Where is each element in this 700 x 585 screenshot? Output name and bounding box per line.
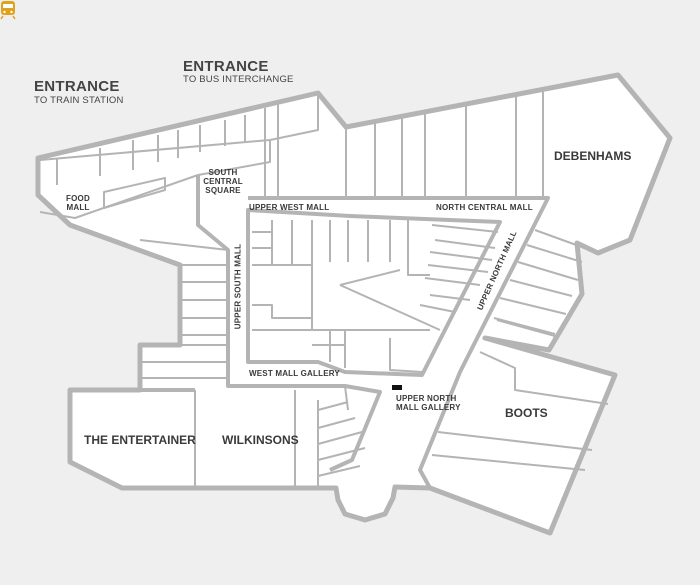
area-south-central-square: SOUTH CENTRAL SQUARE [203, 168, 243, 195]
west-block-wall [68, 388, 195, 462]
southeast-shop-lines [431, 351, 609, 471]
atrium-shop-lines [252, 220, 499, 373]
store-wilkinsons[interactable]: WILKINSONS [222, 433, 299, 447]
store-the-entertainer[interactable]: THE ENTERTAINER [84, 433, 196, 447]
area-food-mall: FOOD MALL [66, 194, 90, 212]
area-upper-west-mall: UPPER WEST MALL [249, 203, 330, 212]
area-west-mall-gallery: WEST MALL GALLERY [249, 369, 340, 378]
train-icon [0, 1, 16, 20]
corridor-outline [196, 175, 550, 489]
area-north-central-mall: NORTH CENTRAL MALL [436, 203, 533, 212]
area-upper-north-mall-gallery: UPPER NORTH MALL GALLERY [396, 394, 461, 412]
store-debenhams[interactable]: DEBENHAMS [554, 149, 632, 163]
gallery-shop-lines [317, 385, 366, 477]
entrance-bus-title: ENTRANCE [183, 58, 269, 75]
area-upper-south-mall: UPPER SOUTH MALL [233, 243, 243, 330]
entrance-train-subtitle: TO TRAIN STATION [34, 95, 124, 106]
store-boots[interactable]: BOOTS [505, 406, 548, 420]
northeast-shop-lines [493, 229, 591, 351]
entrance-train-title: ENTRANCE [34, 78, 120, 95]
location-marker [392, 385, 402, 390]
entrance-bus-subtitle: TO BUS INTERCHANGE [183, 74, 294, 85]
north-shop-lines [264, 90, 544, 198]
